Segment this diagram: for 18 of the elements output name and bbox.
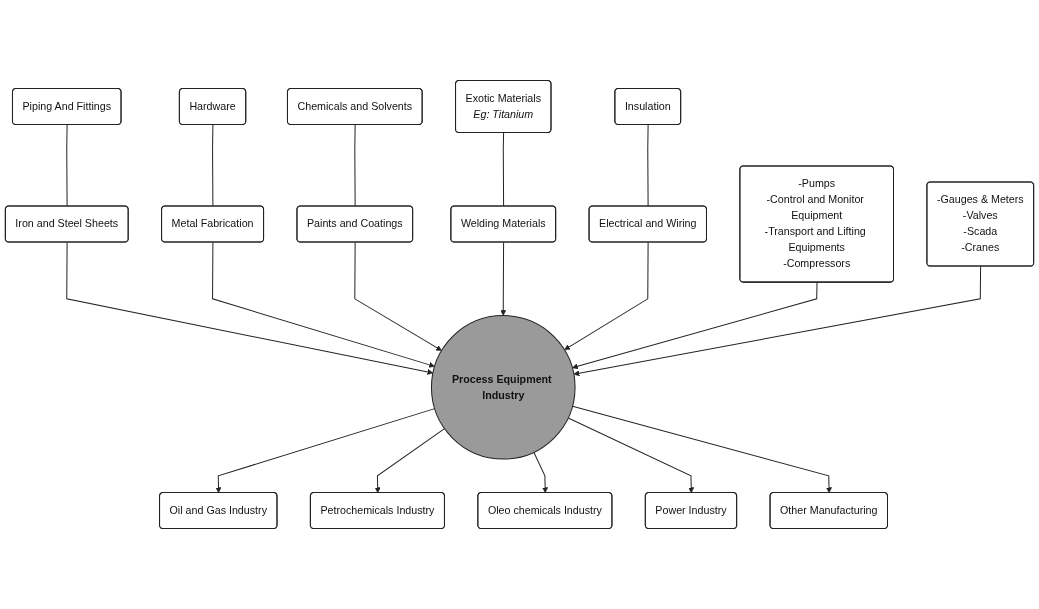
arrow [212, 241, 435, 368]
arrow [572, 281, 818, 370]
arrow [500, 241, 507, 316]
node-circle: Process Equipment Industry [430, 315, 576, 460]
arrow [215, 408, 436, 494]
arrow [354, 241, 442, 351]
connector [66, 124, 68, 207]
arrow [564, 241, 649, 351]
arrow [533, 451, 549, 494]
connector [647, 124, 649, 207]
connector [502, 132, 505, 207]
arrow [374, 428, 446, 494]
arrow [573, 265, 982, 377]
connector [354, 124, 356, 207]
arrow [66, 241, 434, 375]
connector [212, 124, 214, 207]
arrow [572, 405, 832, 494]
arrow [567, 417, 695, 494]
